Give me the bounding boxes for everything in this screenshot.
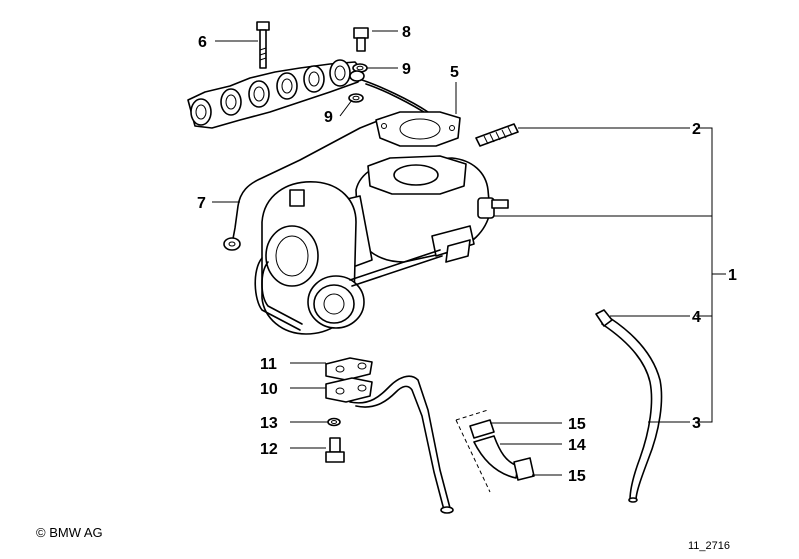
banjo-bolt xyxy=(353,27,369,52)
callout-15-lower: 15 xyxy=(568,468,586,485)
flange-gasket xyxy=(325,357,373,381)
callout-12: 12 xyxy=(260,441,278,458)
turbocharger xyxy=(254,155,509,335)
hose-clamp-lower xyxy=(513,457,535,481)
turbo-gasket xyxy=(375,111,461,147)
leader-lines xyxy=(212,30,712,476)
diagram-reference-number: 11_2716 xyxy=(688,540,731,552)
group-bracket xyxy=(696,127,726,423)
manifold-bolt xyxy=(256,21,270,69)
callout-14: 14 xyxy=(568,437,586,454)
bracket-outline xyxy=(455,409,491,493)
callout-13: 13 xyxy=(260,415,278,432)
callout-5: 5 xyxy=(450,64,459,81)
callout-8: 8 xyxy=(402,24,411,41)
copyright-notice: © BMW AG xyxy=(36,525,103,540)
hose-clamp-upper xyxy=(469,419,495,439)
hex-bolt xyxy=(325,437,345,463)
callout-6: 6 xyxy=(198,34,207,51)
callout-1: 1 xyxy=(728,267,737,284)
exhaust-manifold xyxy=(187,59,363,129)
callout-9-upper: 9 xyxy=(402,61,411,78)
callout-9-lower: 9 xyxy=(324,109,333,126)
threaded-stud xyxy=(475,123,519,147)
callout-15-upper: 15 xyxy=(568,416,586,433)
hose-clamp xyxy=(595,309,613,327)
sealing-washer-lower xyxy=(348,93,364,103)
oil-return-pipe xyxy=(325,375,454,514)
callout-11: 11 xyxy=(260,356,277,373)
callout-4: 4 xyxy=(692,309,701,326)
washer xyxy=(327,417,341,427)
callout-2: 2 xyxy=(692,121,701,138)
callout-10: 10 xyxy=(260,381,278,398)
oil-drain-hose xyxy=(601,317,663,503)
callout-3: 3 xyxy=(692,415,701,432)
callout-7: 7 xyxy=(197,195,206,212)
